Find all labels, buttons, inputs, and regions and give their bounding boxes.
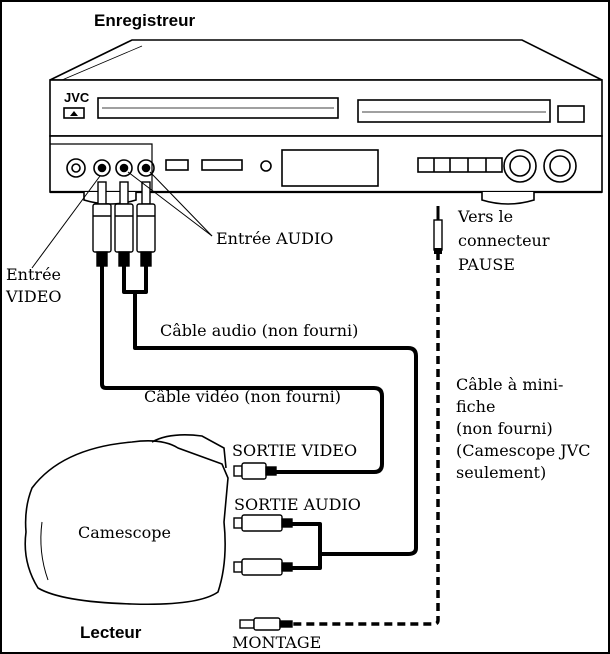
recorder-title: Enregistreur bbox=[94, 11, 195, 30]
camcorder-label: Camescope bbox=[78, 523, 171, 542]
video-input-label-2: VIDEO bbox=[5, 287, 62, 306]
mini-cable-label-3: (non fourni) bbox=[456, 419, 553, 438]
recorder-brand: JVC bbox=[64, 90, 90, 105]
pause-label-2: connecteur bbox=[458, 231, 550, 250]
mini-cable-label-4: (Camescope JVC bbox=[456, 441, 590, 460]
video-cable-label: Câble vidéo (non fourni) bbox=[144, 387, 341, 406]
pause-label-1: Vers le bbox=[457, 207, 513, 226]
mini-plug-cable bbox=[292, 206, 443, 626]
video-input-label-1: Entrée bbox=[6, 265, 61, 284]
leader-lines bbox=[31, 171, 213, 269]
mini-cable-label-1: Câble à mini- bbox=[456, 375, 563, 394]
camcorder-plugs bbox=[233, 462, 293, 631]
mini-cable-label-5: seulement) bbox=[456, 463, 546, 482]
cables bbox=[100, 266, 418, 570]
player-title: Lecteur bbox=[80, 623, 142, 642]
audio-cable-label: Câble audio (non fourni) bbox=[160, 321, 358, 340]
recorder-vcr bbox=[49, 39, 603, 205]
rca-plugs-recorder bbox=[92, 181, 156, 267]
eject-icon bbox=[70, 111, 78, 116]
audio-cable bbox=[122, 266, 418, 570]
audio-out-label: SORTIE AUDIO bbox=[234, 495, 361, 514]
mini-cable-label-2: fiche bbox=[456, 397, 495, 416]
camcorder bbox=[24, 434, 229, 606]
edit-label: MONTAGE bbox=[232, 633, 321, 652]
video-out-label: SORTIE VIDEO bbox=[232, 441, 357, 460]
audio-input-label: Entrée AUDIO bbox=[216, 229, 333, 248]
pause-label-3: PAUSE bbox=[458, 255, 515, 274]
video-cable bbox=[100, 266, 384, 474]
